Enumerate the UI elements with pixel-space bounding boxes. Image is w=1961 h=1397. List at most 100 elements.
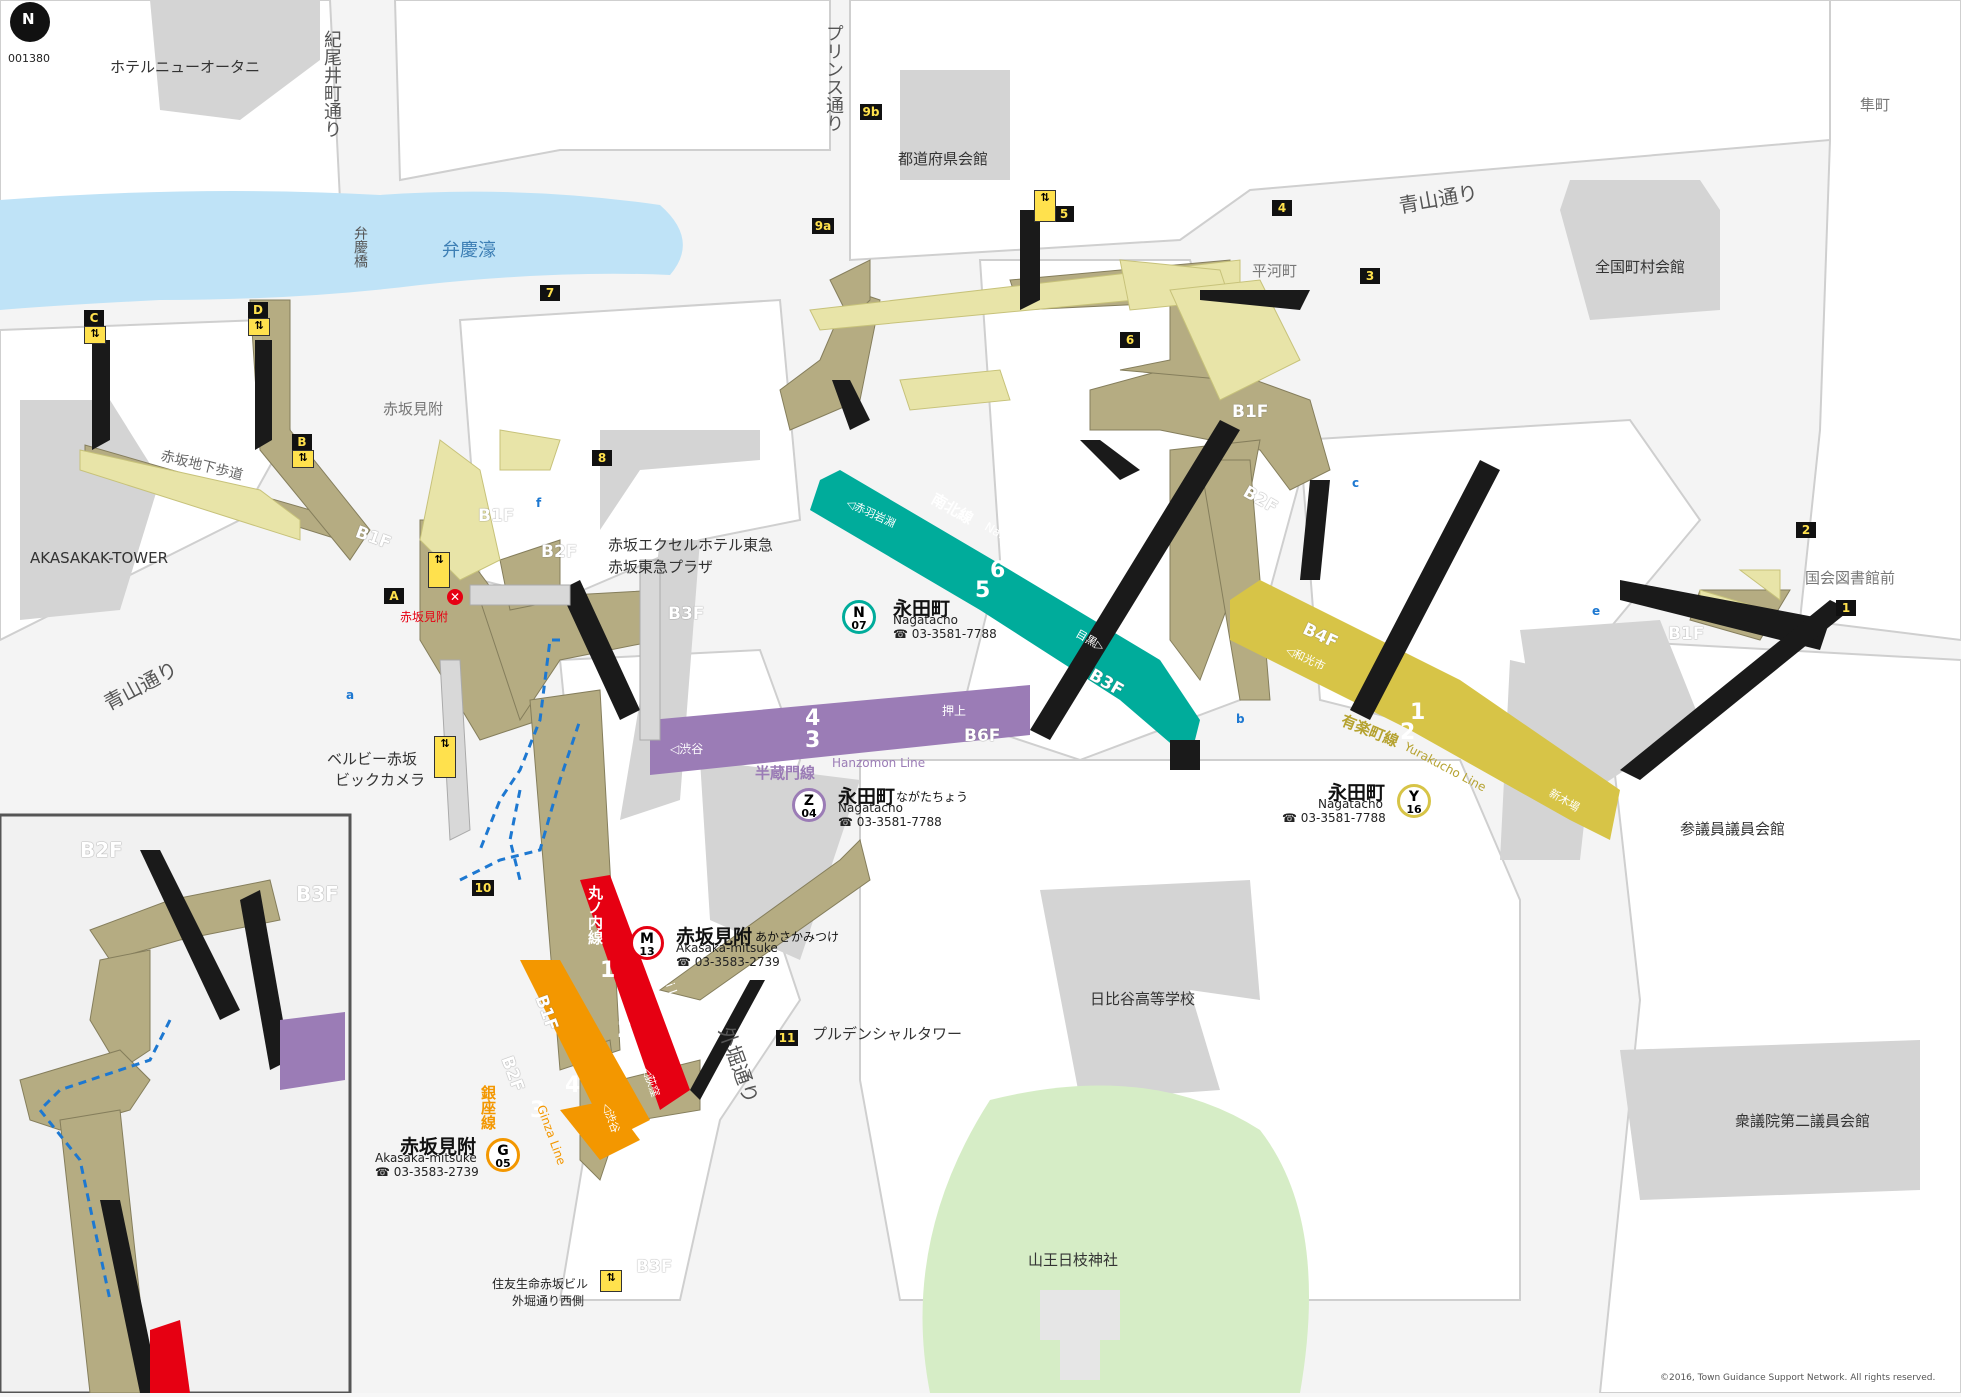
exit-4-marker[interactable]: 4 [1272, 200, 1292, 216]
label-prudential-tower: プルデンシャルタワー [812, 1025, 963, 1043]
badge-number: 16 [1406, 803, 1422, 816]
copyright-notice: ©2016, Town Guidance Support Network. Al… [1660, 1373, 1936, 1383]
badge-number: 13 [639, 945, 655, 958]
elevator-icon: ⇅ [292, 450, 314, 468]
exit-a-marker[interactable]: A [384, 588, 404, 604]
label-excel-hotel: 赤坂エクセルホテル東急 [608, 536, 774, 554]
hanzomon-line-platform [650, 685, 1030, 775]
badge-line-letter: Y [1408, 789, 1420, 805]
badge-line-letter: G [497, 1143, 509, 1159]
sanno-park [922, 1085, 1309, 1393]
station-phone-akasaka-ginza: ☎ 03-3583-2739 [375, 1165, 479, 1179]
floor-label-b2f-north: B2F [541, 542, 578, 562]
label-kokkai-toshokan-mae: 国会図書館前 [1805, 569, 1896, 587]
station-romaji-nagatacho-namboku: Nagatacho [893, 613, 958, 627]
station-marker-label: 赤坂見附 [400, 610, 449, 624]
hanzomon-track-4: 4 [805, 706, 821, 731]
ginza-line-platform [520, 960, 650, 1140]
hanzomon-dest-shibuya: ◁渋谷 [670, 742, 704, 756]
floor-label-b3f-akasaka: B3F [668, 604, 705, 624]
exit-d-marker[interactable]: D [248, 302, 268, 318]
exit-9b-marker[interactable]: 9b [860, 104, 882, 120]
badge-number: 04 [801, 807, 817, 820]
label-todofuken-kaikan: 都道府県会館 [898, 150, 989, 168]
label-sumitomo-building: 住友生命赤坂ビル [492, 1277, 589, 1291]
ginza-track-3: 3 [530, 1098, 546, 1123]
facility-a-label: a [346, 688, 355, 702]
ginza-line-name-jp: 銀座線 [479, 1085, 497, 1130]
label-benkei-bridge: 弁慶橋 [352, 226, 368, 268]
label-kioi-dori: 紀尾井町通り [321, 30, 342, 138]
station-phone-nagatacho-yurakucho: ☎ 03-3581-7788 [1282, 811, 1386, 825]
exit-11-marker[interactable]: 11 [776, 1030, 798, 1046]
label-hibiya-high-school: 日比谷高等学校 [1090, 990, 1196, 1008]
exit-8-marker[interactable]: 8 [592, 450, 612, 466]
exit-1-marker[interactable]: 1 [1836, 600, 1856, 616]
facility-e-label: e [1592, 604, 1601, 618]
label-hirakawacho: 平河町 [1252, 262, 1298, 280]
exit-b-marker[interactable]: B [292, 434, 312, 450]
exit-3-marker[interactable]: 3 [1360, 268, 1380, 284]
exit-7-marker[interactable]: 7 [540, 285, 560, 301]
stair-shafts [92, 210, 1850, 1100]
label-sanno-hie-shrine: 山王日枝神社 [1028, 1251, 1119, 1269]
inset-hanzomon-stub [280, 1012, 345, 1090]
yurakucho-track-1: 1 [1410, 700, 1426, 725]
floor-label-b1f-north: B1F [478, 506, 515, 526]
label-bic-camera: ビックカメラ [335, 771, 426, 789]
yurakucho-track-2: 2 [1400, 720, 1416, 745]
facility-c-label: c [1352, 476, 1360, 490]
station-kana-nagatacho-hanzomon: ながたちょう [896, 790, 969, 804]
badge-line-letter: N [853, 605, 865, 621]
ginza-track-4: 4 [565, 1073, 581, 1098]
hanzomon-line-name-jp: 半蔵門線 [755, 764, 816, 782]
label-tokyu-plaza: 赤坂東急プラザ [608, 558, 714, 576]
exit-9a-marker[interactable]: 9a [812, 218, 834, 234]
exit-c-marker[interactable]: C [84, 310, 104, 326]
badge-number: 07 [851, 619, 867, 632]
north-compass [10, 2, 50, 42]
station-romaji-nagatacho-hanzomon: Nagatacho [838, 801, 903, 815]
badge-number: 05 [495, 1157, 511, 1170]
namboku-track-6: 6 [990, 558, 1006, 583]
elevator-icon: ⇅ [1034, 190, 1056, 222]
marunouchi-line-name-jp: 丸ノ内線 [586, 885, 604, 945]
label-bellevie: ベルビー赤坂 [327, 750, 418, 768]
namboku-line-platform-tail [1120, 660, 1200, 760]
namboku-track-5: 5 [975, 578, 991, 603]
hanzomon-line-name-en: Hanzomon Line [832, 756, 926, 770]
yurakucho-line-platform [1230, 580, 1620, 840]
marunouchi-line-platform [580, 875, 690, 1110]
label-hotel-new-otani: ホテルニューオータニ [110, 58, 261, 76]
exit-10-marker[interactable]: 10 [472, 880, 494, 896]
floor-label-b6f: B6F [964, 726, 1001, 746]
elevator-icon: ⇅ [434, 736, 456, 778]
label-sangiin-kaikan: 参議員議員会館 [1680, 820, 1786, 838]
exit-2-marker[interactable]: 2 [1796, 522, 1816, 538]
label-shugiin-kaikan: 衆議院第二議員会館 [1735, 1112, 1871, 1130]
floor-label-b1f-east: B1F [1668, 624, 1705, 644]
inset-marunouchi-stub [150, 1320, 190, 1393]
station-name-akasaka-ginza: 赤坂見附 [400, 1136, 477, 1158]
elevator-icon: ⇅ [84, 326, 106, 344]
label-hayabusacho: 隼町 [1860, 96, 1891, 114]
station-marker-icon: ✕ [447, 589, 463, 605]
ginza-line-platform-b [560, 1100, 640, 1160]
marunouchi-track-1: 1 [600, 958, 616, 983]
station-romaji-nagatacho-yurakucho: Nagatacho [1318, 797, 1383, 811]
inset-accessible-route [37, 1019, 172, 1301]
north-label: N [22, 10, 35, 28]
inset-shafts [100, 850, 290, 1393]
facility-f-label: f [536, 496, 542, 510]
shrine-building [1040, 1290, 1120, 1380]
station-phone-nagatacho-namboku: ☎ 03-3581-7788 [893, 627, 997, 641]
badge-line-letter: Z [803, 793, 815, 809]
elevator-icon: ⇅ [600, 1270, 622, 1292]
station-name-nagatacho-yurakucho: 永田町 [1328, 782, 1386, 804]
station-kana-akasaka-marunouchi: あかさかみつけ [755, 930, 840, 944]
exit-6-marker[interactable]: 6 [1120, 332, 1140, 348]
exit-5-marker[interactable]: 5 [1054, 206, 1074, 222]
